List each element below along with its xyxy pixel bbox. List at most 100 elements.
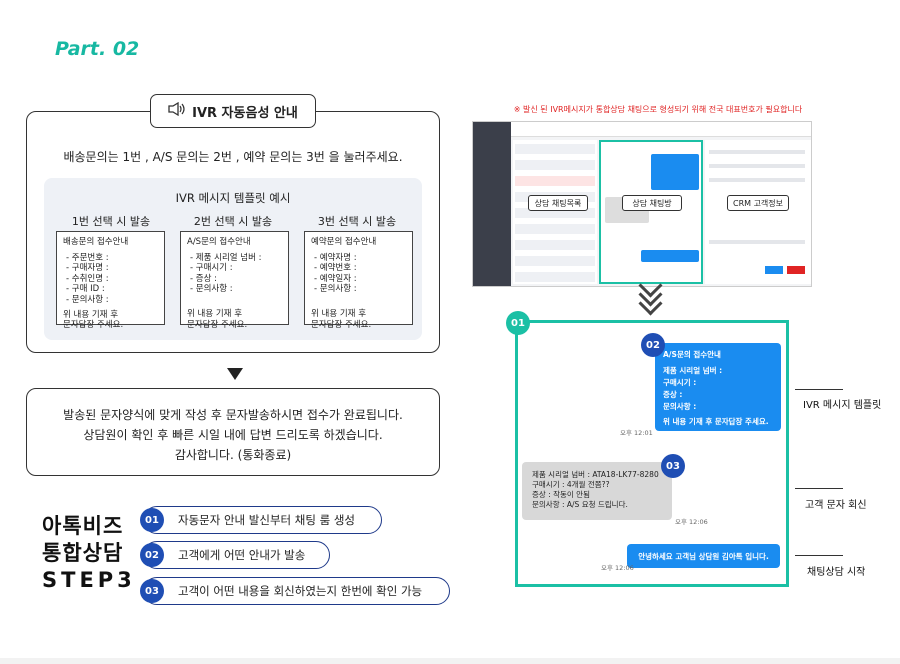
- card-line: - 구매시기 :: [190, 263, 233, 274]
- annotation-line: [795, 389, 843, 390]
- step-title-line: 통합상담: [42, 541, 124, 565]
- notice-text: ※ 발신 된 IVR메시지가 통합상담 채팅으로 형성되기 위해 전국 대표번호…: [513, 105, 803, 114]
- completion-line: 감사합니다. (통화종료): [174, 448, 292, 462]
- step-number-badge: 01: [140, 508, 164, 532]
- card-line: - 주문번호 :: [66, 252, 109, 263]
- card-title: 배송문의 접수안내: [63, 237, 129, 247]
- step-item-1: 자동문자 안내 발신부터 채팅 룸 생성: [143, 506, 382, 534]
- info-row: [709, 240, 805, 244]
- list-item: [515, 272, 595, 282]
- card-line: - 문의사항 :: [66, 294, 109, 305]
- chat-bubble: [641, 250, 699, 262]
- crm-chat-list: [513, 140, 597, 284]
- bubble-line: 제품 시리얼 넘버 : ATA18-LK77-8280: [532, 470, 659, 479]
- timestamp: 오후 12:06: [601, 564, 634, 572]
- crm-topbar: [511, 122, 811, 137]
- template-card-as: A/S문의 접수안내 - 제품 시리얼 넘버 : - 구매시기 : - 증상 :…: [180, 231, 289, 330]
- info-row: [709, 164, 805, 168]
- step-item-3: 고객이 어떤 내용을 회신하였는지 한번에 확인 가능: [143, 577, 450, 605]
- step-number-badge: 03: [140, 579, 164, 603]
- card-line: - 예약자명 :: [314, 252, 357, 263]
- card-line: - 문의사항 :: [314, 284, 357, 295]
- annotation-chat-start: 채팅상담 시작: [807, 567, 866, 578]
- step-title-line: STEP3: [42, 568, 136, 592]
- completion-line: 상담원이 확인 후 빠른 시일 내에 답변 드리도록 하겠습니다.: [83, 428, 383, 442]
- list-item: [515, 240, 595, 250]
- column-header-2: 2번 선택 시 발송: [193, 215, 273, 228]
- list-item: [515, 224, 595, 234]
- crm-button[interactable]: [765, 266, 783, 274]
- list-item: [515, 256, 595, 266]
- speaker-icon: [168, 101, 186, 120]
- bubble-line: 문의사항 :: [663, 402, 697, 411]
- ivr-title-tab: IVR 자동음성 안내: [150, 94, 316, 128]
- chat-badge: 02: [641, 333, 665, 357]
- crm-customer-panel: [705, 140, 811, 284]
- chat-badge: 03: [661, 454, 685, 478]
- step-title-line: 아톡비즈: [42, 514, 124, 538]
- info-row: [709, 150, 805, 154]
- ivr-template-bubble: A/S문의 접수안내 제품 시리얼 넘버 : 구매시기 : 증상 : 문의사항 …: [655, 343, 781, 431]
- chat-bubble: [651, 154, 699, 190]
- annotation-line: [795, 555, 843, 556]
- step-item-2: 고객에게 어떤 안내가 발송: [143, 541, 330, 569]
- completion-line: 발송된 문자양식에 맞게 작성 후 문자발송하시면 접수가 완료됩니다.: [63, 408, 403, 422]
- card-line: - 제품 시리얼 넘버 :: [190, 252, 262, 263]
- bubble-line: 구매시기 : 4개월 전쯤??: [532, 480, 610, 489]
- list-item: [515, 144, 595, 154]
- bottom-band: [0, 658, 900, 664]
- bubble-line: 제품 시리얼 넘버 :: [663, 366, 723, 375]
- template-title: IVR 메시지 템플릿 예시: [175, 191, 291, 205]
- column-header-1: 1번 선택 시 발송: [71, 215, 151, 228]
- step-label: 자동문자 안내 발신부터 채팅 룸 생성: [178, 513, 355, 527]
- annotation-line: [795, 488, 843, 489]
- crm-button[interactable]: [787, 266, 805, 274]
- bubble-line: 문의사항 : A/S 요청 드립니다.: [532, 500, 628, 509]
- bubble-title: A/S문의 접수안내: [663, 350, 721, 359]
- timestamp: 오후 12:06: [675, 518, 708, 526]
- crm-chat-room: [599, 140, 703, 284]
- label-crm-info: CRM 고객정보: [727, 195, 789, 211]
- list-item: [515, 208, 595, 218]
- completion-panel: 발송된 문자양식에 맞게 작성 후 문자발송하시면 접수가 완료됩니다. 상담원…: [26, 388, 440, 476]
- customer-reply-bubble: 제품 시리얼 넘버 : ATA18-LK77-8280 구매시기 : 4개월 전…: [522, 462, 672, 520]
- info-row: [709, 178, 805, 182]
- chat-badge: 01: [506, 311, 530, 335]
- timestamp: 오후 12:01: [620, 429, 653, 437]
- card-line: - 증상 :: [190, 273, 217, 284]
- agent-greeting-bubble: 안녕하세요 고객님 상담원 김아톡 입니다.: [627, 544, 780, 568]
- card-line: - 구매자명 :: [66, 263, 109, 274]
- bubble-line: 증상 :: [663, 390, 683, 399]
- list-item: [515, 176, 595, 186]
- card-line: - 구매 ID :: [66, 284, 105, 295]
- bubble-line: 구매시기 :: [663, 378, 697, 387]
- ivr-title: IVR 자동음성 안내: [192, 105, 298, 121]
- template-card-reservation: 예약문의 접수안내 - 예약자명 : - 예약번호 : - 예약일자 : - 문…: [304, 231, 413, 330]
- column-header-3: 3번 선택 시 발송: [317, 215, 397, 228]
- bubble-footer: 위 내용 기재 후 문자답장 주세요.: [663, 417, 769, 426]
- card-title: 예약문의 접수안내: [311, 237, 377, 247]
- bubble-line: 증상 : 작동이 안됨: [532, 490, 590, 499]
- crm-sidebar: [473, 122, 511, 286]
- arrow-down-icon: [227, 368, 243, 380]
- card-line: - 문의사항 :: [190, 284, 233, 295]
- step-number-badge: 02: [140, 543, 164, 567]
- template-card-delivery: 배송문의 접수안내 - 주문번호 : - 구매자명 : - 수취인명 : - 구…: [56, 231, 165, 330]
- card-line: - 예약번호 :: [314, 263, 357, 274]
- annotation-ivr-template: IVR 메시지 템플릿: [803, 400, 882, 411]
- label-chat-list: 상담 채팅목록: [528, 195, 588, 211]
- annotation-customer-reply: 고객 문자 회신: [805, 500, 867, 511]
- card-title: A/S문의 접수안내: [187, 237, 251, 247]
- part-label: Part. 02: [55, 38, 140, 60]
- step-label: 고객에게 어떤 안내가 발송: [178, 548, 306, 562]
- step-label: 고객이 어떤 내용을 회신하였는지 한번에 확인 가능: [178, 584, 423, 598]
- card-line: - 수취인명 :: [66, 273, 109, 284]
- label-chat-room: 상담 채팅방: [622, 195, 682, 211]
- card-line: - 예약일자 :: [314, 273, 357, 284]
- list-item: [515, 160, 595, 170]
- step-title: 아톡비즈 통합상담 STEP3: [42, 513, 136, 594]
- ivr-message: 배송문의는 1번 , A/S 문의는 2번 , 예약 문의는 3번 을 눌러주세…: [63, 150, 403, 164]
